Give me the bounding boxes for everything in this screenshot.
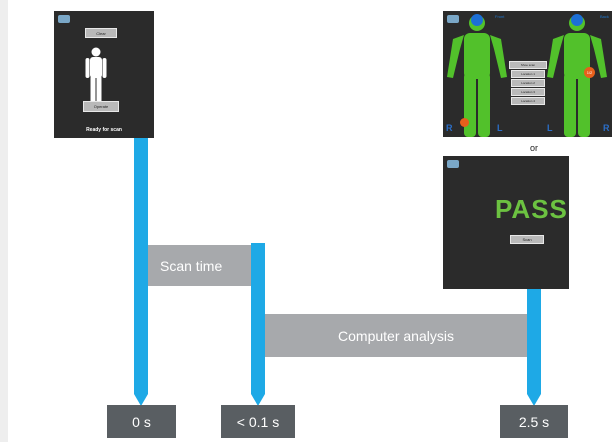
detection-marker-back: 1/2 bbox=[584, 67, 595, 78]
detection-marker-front bbox=[460, 118, 469, 127]
timeline-0-1s bbox=[251, 243, 265, 394]
time-label-2-5s: 2.5 s bbox=[500, 405, 568, 438]
view-label-back: Back bbox=[600, 14, 609, 19]
home-button[interactable] bbox=[58, 15, 70, 23]
phase-computer-analysis-label: Computer analysis bbox=[338, 327, 454, 344]
or-label: or bbox=[530, 143, 539, 153]
operate-button[interactable]: Operate bbox=[83, 101, 119, 112]
list-item-location-4[interactable]: Location 4 bbox=[511, 97, 545, 105]
list-item-location-1[interactable]: Location 1 bbox=[511, 70, 545, 78]
scan-button[interactable]: Scan bbox=[510, 235, 544, 244]
home-button[interactable] bbox=[447, 160, 459, 168]
home-button[interactable] bbox=[447, 15, 459, 23]
green-body-back-icon bbox=[547, 14, 607, 137]
detection-tag: 1/2 bbox=[586, 70, 593, 75]
timeline-0s-arrowhead bbox=[134, 394, 148, 406]
timeline-0-1s-arrowhead bbox=[251, 394, 265, 406]
list-item-location-3[interactable]: Location 3 bbox=[511, 88, 545, 96]
marker-r-right: R bbox=[603, 123, 610, 133]
timeline-0s bbox=[134, 138, 148, 394]
list-item-location-2[interactable]: Location 2 bbox=[511, 79, 545, 87]
time-label-0s: 0 s bbox=[107, 405, 176, 438]
pass-title: PASS bbox=[495, 194, 568, 224]
marker-r-left: R bbox=[446, 123, 453, 133]
screen-idle: Clear Operate Ready for scan bbox=[54, 11, 154, 138]
screen-detection-result: Front Back 1/2 R L L R Shoe scan Locatio… bbox=[443, 11, 612, 137]
phase-scan-time-label: Scan time bbox=[160, 257, 223, 274]
status-text: Ready for scan bbox=[86, 127, 122, 133]
marker-l-left: L bbox=[497, 123, 503, 133]
list-item-shoe-scan[interactable]: Shoe scan bbox=[509, 61, 547, 69]
view-label-front: Front bbox=[495, 14, 505, 19]
marker-l-right: L bbox=[547, 123, 553, 133]
left-margin-strip bbox=[0, 0, 8, 442]
clear-button[interactable]: Clear bbox=[85, 28, 117, 38]
timeline-2-5s-arrowhead bbox=[527, 394, 541, 406]
green-body-front-icon bbox=[447, 14, 507, 137]
time-label-0-1s: < 0.1 s bbox=[221, 405, 295, 438]
screen-pass: PASS Scan bbox=[443, 156, 569, 289]
phase-scan-time: Scan time bbox=[148, 245, 251, 286]
body-silhouette-front-icon bbox=[85, 47, 107, 104]
phase-computer-analysis: Computer analysis bbox=[265, 314, 527, 357]
timeline-2-5s bbox=[527, 289, 541, 394]
